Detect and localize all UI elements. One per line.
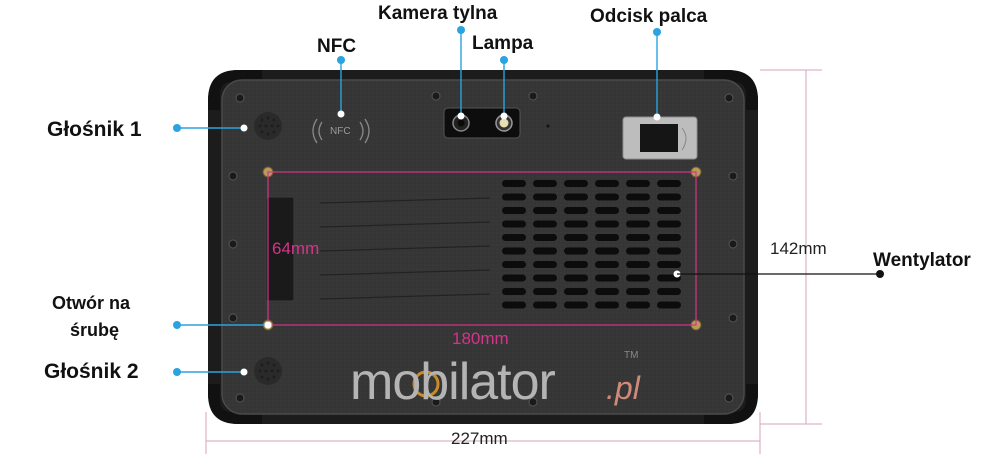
- label-screw-line1: Otwór na: [52, 293, 131, 313]
- vent-slot: [502, 193, 526, 201]
- vent-slot: [564, 207, 588, 214]
- vent-slot: [533, 180, 557, 187]
- vent-slot: [595, 261, 619, 268]
- vent-slot: [657, 207, 681, 214]
- vent-slot: [626, 247, 650, 255]
- label-fingerprint: Odcisk palca: [590, 6, 708, 27]
- fan-vents: [502, 180, 681, 309]
- vent-slot: [657, 234, 681, 241]
- vent-slot: [626, 288, 650, 295]
- vent-slot: [626, 193, 650, 201]
- vent-slot: [564, 247, 588, 255]
- vent-slot: [595, 193, 619, 201]
- vent-slot: [595, 180, 619, 187]
- label-screw-line2: śrubę: [70, 320, 120, 340]
- vent-slot: [626, 301, 650, 309]
- vent-slot: [595, 207, 619, 214]
- vent-slot: [657, 288, 681, 295]
- vent-slot: [533, 220, 557, 228]
- vent-slot: [595, 234, 619, 241]
- label-lamp: Lampa: [472, 33, 534, 54]
- nfc-symbol: [312, 118, 370, 144]
- label-speaker1: Głośnik 1: [47, 118, 142, 141]
- vent-slot: [595, 247, 619, 255]
- vent-slot: [657, 193, 681, 201]
- brand-logo: mobilator: [350, 353, 556, 411]
- vent-slot: [564, 193, 588, 201]
- vent-slot: [564, 220, 588, 228]
- vent-slot: [595, 288, 619, 295]
- vent-slot: [564, 261, 588, 268]
- vent-slot: [626, 261, 650, 268]
- vent-slot: [533, 288, 557, 295]
- label-fan: Wentylator: [873, 250, 971, 271]
- vent-slot: [533, 234, 557, 241]
- vent-slot: [595, 274, 619, 282]
- vent-slot: [626, 220, 650, 228]
- vent-slot: [502, 261, 526, 268]
- vent-slot: [626, 180, 650, 187]
- vent-slot: [564, 180, 588, 187]
- vent-slot: [502, 301, 526, 309]
- vent-slot: [626, 274, 650, 282]
- dimension-inner-height: 64mm: [272, 239, 320, 258]
- speaker1-grille: [254, 112, 282, 140]
- label-camera: Kamera tylna: [378, 3, 498, 24]
- vent-slot: [564, 301, 588, 309]
- inner-dimension-box: [267, 171, 697, 326]
- label-speaker2: Głośnik 2: [44, 360, 139, 383]
- brand-suffix: .pl: [606, 370, 640, 406]
- vent-slot: [595, 220, 619, 228]
- vent-slot: [564, 234, 588, 241]
- vent-slot: [564, 274, 588, 282]
- vent-slot: [502, 288, 526, 295]
- nfc-mark: NFC: [330, 126, 351, 137]
- vent-slot: [657, 220, 681, 228]
- vent-slot: [626, 234, 650, 241]
- back-panel: [222, 80, 744, 414]
- dimension-width: 227mm: [451, 429, 508, 448]
- vent-slot: [564, 288, 588, 295]
- vent-slot: [626, 207, 650, 214]
- vent-slot: [533, 207, 557, 214]
- speaker2-grille: [254, 357, 282, 385]
- vent-slot: [533, 247, 557, 255]
- vent-slot: [502, 247, 526, 255]
- vent-slot: [502, 207, 526, 214]
- vent-slot: [657, 180, 681, 187]
- vent-slot: [657, 261, 681, 268]
- dimension-height: 142mm: [770, 239, 827, 258]
- vent-slot: [533, 301, 557, 309]
- brand-tm: TM: [624, 350, 639, 361]
- vent-slot: [533, 261, 557, 268]
- label-nfc: NFC: [317, 36, 357, 57]
- vent-slot: [502, 274, 526, 282]
- vent-slot: [657, 247, 681, 255]
- vent-slot: [595, 301, 619, 309]
- vent-slot: [502, 180, 526, 187]
- dimension-inner-width: 180mm: [452, 329, 509, 348]
- vent-slot: [502, 234, 526, 241]
- vent-slot: [533, 193, 557, 201]
- vent-slot: [533, 274, 557, 282]
- vent-slot: [502, 220, 526, 228]
- vent-slot: [657, 301, 681, 309]
